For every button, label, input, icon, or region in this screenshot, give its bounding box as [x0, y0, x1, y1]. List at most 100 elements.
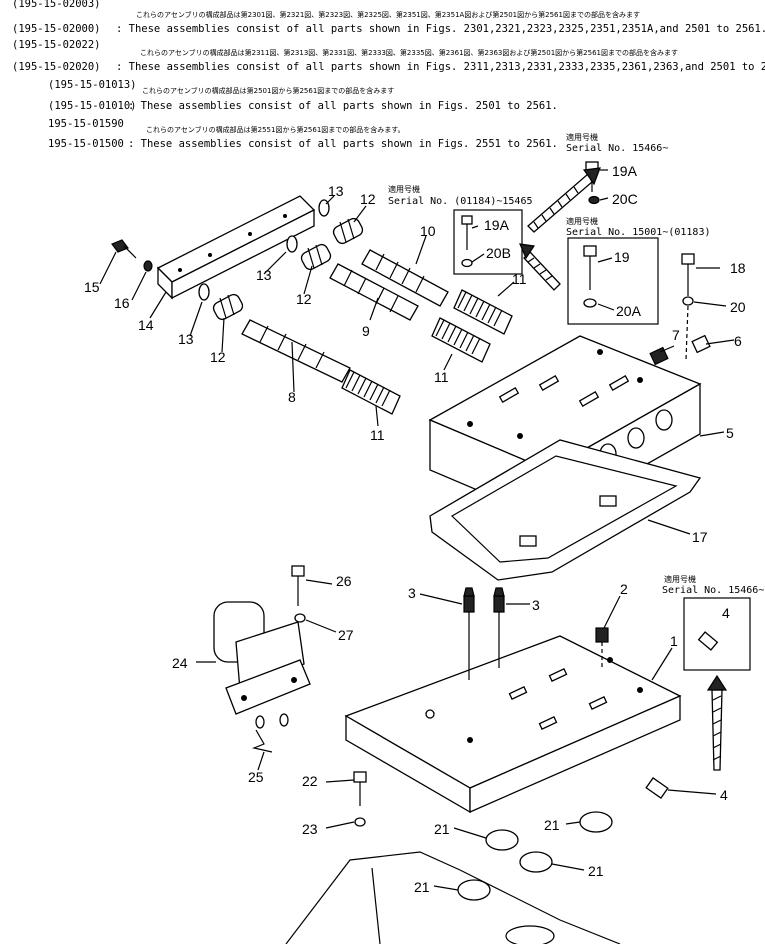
bolt-part-22 [353, 771, 367, 806]
part-code: 195-15-01500 [48, 138, 124, 150]
serial-box-19a-20b [453, 209, 523, 275]
spool-part-8 [241, 319, 351, 383]
plug-part-2 [595, 627, 609, 668]
note-jp: これらのアセンブリの構成部品は第2311図、第2313図、第2331図、第233… [140, 49, 678, 57]
serial-box-part-4 [683, 597, 751, 671]
callout-12: 12 [210, 349, 226, 365]
washer-part-20 [682, 296, 694, 306]
bolt-part-26 [291, 565, 305, 606]
note-en: : These assemblies consist of all parts … [116, 23, 765, 35]
serial-box-labels: 適用号機 Serial No. 15466~ 19A 20C 適用号機 Seri… [388, 132, 764, 621]
callout-19a: 19A [612, 163, 638, 179]
note-jp: これらのアセンブリの構成部品は第2551図から第2561図までの部品を含みます。 [146, 126, 405, 134]
callout-21: 21 [414, 879, 430, 895]
spool-part-10 [361, 249, 449, 307]
o-ring-part-25 [255, 715, 265, 729]
callout-3: 3 [532, 597, 540, 613]
serial-range: Serial No. 15466~ [662, 585, 764, 596]
serial-box-19-20a [567, 237, 659, 325]
callout-15: 15 [84, 279, 100, 295]
transmission-case [285, 851, 621, 944]
part-code: (195-15-01010) [48, 100, 137, 112]
callout-23: 23 [302, 821, 318, 837]
plug-part-7 [649, 346, 669, 366]
assembly-notes: (195-15-02003) これらのアセンブリの構成部品は第2301図、第23… [0, 0, 765, 160]
callout-12: 12 [296, 291, 312, 307]
callout-11: 11 [434, 369, 449, 385]
plate-part-14 [156, 195, 316, 300]
callout-21: 21 [544, 817, 560, 833]
callout-7: 7 [672, 327, 680, 343]
o-ring-part-21 [519, 851, 553, 873]
callout-10: 10 [420, 223, 436, 239]
callout-labels: 15 16 14 13 12 8 13 12 13 12 10 9 11 11 … [84, 183, 746, 895]
callout-5: 5 [726, 425, 734, 441]
callout-20c: 20C [612, 191, 638, 207]
callout-20a: 20A [616, 303, 642, 319]
serial-range: Serial No. 15001~(01183) [566, 227, 711, 238]
leader-lines [99, 169, 735, 891]
plug-part-3 [493, 587, 505, 668]
plug-part-12 [332, 217, 364, 245]
callout-12: 12 [360, 191, 376, 207]
note-en: : These assemblies consist of all parts … [128, 138, 558, 150]
callout-8: 8 [288, 389, 296, 405]
o-ring-part-21 [579, 811, 613, 833]
callout-19: 19 [614, 249, 630, 265]
spring-part-11 [341, 369, 401, 415]
callout-4: 4 [720, 787, 728, 803]
plug-part-12 [212, 293, 244, 321]
callout-27: 27 [338, 627, 354, 643]
part-code: (195-15-02003) [12, 0, 101, 10]
note-jp: これらのアセンブリの構成部品は第2501図から第2561図までの部品を含みます [142, 87, 395, 95]
o-ring-part-13 [198, 283, 210, 301]
note-jp: これらのアセンブリの構成部品は第2301図、第2321図、第2323図、第232… [136, 11, 640, 19]
washer-part-16 [143, 260, 153, 272]
callout-22: 22 [302, 773, 318, 789]
note-en: : These assemblies consist of all parts … [116, 61, 765, 73]
callout-6: 6 [734, 333, 742, 349]
plug-part-12 [300, 243, 332, 271]
plug-part-4 [645, 777, 669, 799]
washer-part-23 [354, 817, 366, 827]
serial-jp: 適用号機 [566, 216, 598, 226]
callout-25: 25 [248, 769, 264, 785]
o-ring-part-21 [485, 829, 519, 851]
callout-16: 16 [114, 295, 130, 311]
plug-part-3 [463, 587, 475, 680]
arrow-to-serial-15466 [527, 167, 601, 233]
note-en: : These assemblies consist of all parts … [128, 100, 558, 112]
callout-11: 11 [512, 271, 527, 287]
part-code: (195-15-02020) [12, 61, 101, 73]
serial-jp: 適用号機 [664, 574, 696, 584]
serial-jp: 適用号機 [388, 184, 420, 194]
o-ring-part-25 [279, 713, 289, 727]
callout-4: 4 [722, 605, 730, 621]
callout-11: 11 [370, 427, 385, 443]
callout-9: 9 [362, 323, 370, 339]
serial-range: Serial No. 15466~ [566, 143, 668, 154]
solenoid-part-24 [213, 601, 311, 715]
callout-13: 13 [178, 331, 194, 347]
bolt-part-18 [681, 253, 695, 296]
callout-13: 13 [256, 267, 272, 283]
serial-range: Serial No. (01184)~15465 [388, 196, 533, 207]
part-code: (195-15-01013) [48, 79, 137, 91]
arrow-to-serial-part-4 [706, 674, 728, 771]
arrow-to-serial-15001 [519, 243, 561, 291]
callout-21: 21 [588, 863, 604, 879]
callout-2: 2 [620, 581, 628, 597]
o-ring-part-13 [286, 235, 298, 253]
callout-21: 21 [434, 821, 450, 837]
part-code: (195-15-02000) [12, 23, 101, 35]
callout-13: 13 [328, 183, 344, 199]
callout-26: 26 [336, 573, 352, 589]
callout-24: 24 [172, 655, 188, 671]
callout-3: 3 [408, 585, 416, 601]
spring-part-11 [431, 317, 491, 363]
callout-20: 20 [730, 299, 746, 315]
callout-17: 17 [692, 529, 708, 545]
callout-19a: 19A [484, 217, 510, 233]
part-code: (195-15-02022) [12, 39, 101, 51]
